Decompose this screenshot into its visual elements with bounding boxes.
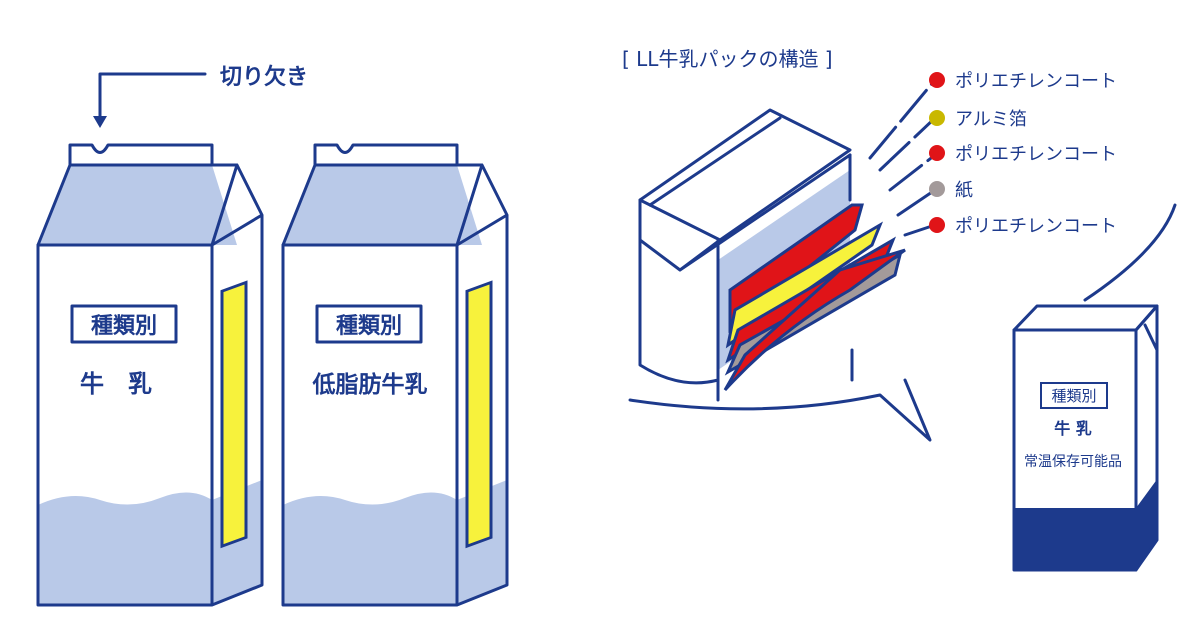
yellow-stripe — [220, 280, 248, 549]
legend-label: ポリエチレンコート — [955, 216, 1117, 237]
milk-carton-low-fat: 種類別 低脂肪牛乳 — [281, 143, 509, 607]
legend-item: ポリエチレンコート — [929, 216, 1117, 237]
milk-carton-regular: 種類別 牛 乳 — [36, 143, 264, 607]
legend-item: 紙 — [929, 180, 973, 201]
legend-label: ポリエチレンコート — [955, 71, 1117, 92]
product-name: 牛 乳 — [1054, 419, 1092, 438]
yellow-stripe — [465, 280, 493, 549]
product-name: 牛 乳 — [80, 370, 152, 398]
category-label: 種類別 — [1051, 387, 1096, 405]
legend-label: 紙 — [955, 180, 973, 201]
notch-label: 切り欠き — [220, 64, 308, 90]
red-dot-icon — [929, 72, 945, 88]
ll-section-title: [ LL牛乳パックの構造 ] — [622, 47, 833, 71]
legend-item: ポリエチレンコート — [929, 144, 1117, 165]
shelf-stable-note: 常温保存可能品 — [1024, 454, 1122, 470]
category-label: 種類別 — [91, 314, 157, 339]
notch-callout: 切り欠き — [93, 64, 308, 128]
legend-item: アルミ箔 — [929, 109, 1027, 130]
legend-label: アルミ箔 — [955, 109, 1027, 130]
category-label: 種類別 — [336, 314, 402, 339]
arrow-down-icon — [93, 116, 107, 128]
legend-label: ポリエチレンコート — [955, 144, 1117, 165]
layer-legend: ポリエチレンコート アルミ箔 ポリエチレンコート 紙 ポリエチレンコート — [929, 71, 1117, 237]
category-box — [1040, 382, 1108, 409]
ll-pack-cutaway — [628, 78, 1177, 442]
layer-polyethylene-inner — [723, 248, 906, 392]
ll-milk-carton: 種類別 牛 乳 常温保存可能品 — [1012, 304, 1159, 572]
yellow-dot-icon — [929, 110, 945, 126]
product-name: 低脂肪牛乳 — [312, 371, 428, 398]
legend-item: ポリエチレンコート — [929, 71, 1117, 92]
category-box — [70, 304, 178, 344]
red-dot-icon — [929, 145, 945, 161]
category-box — [315, 304, 423, 344]
red-dot-icon — [929, 217, 945, 233]
gray-dot-icon — [929, 181, 945, 197]
